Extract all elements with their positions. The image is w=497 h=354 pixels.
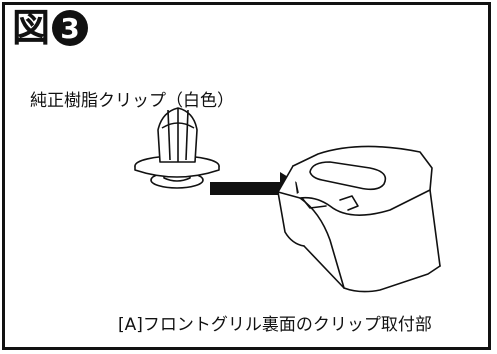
plastic-clip-icon <box>134 107 220 189</box>
receptacle-label: [A]フロントグリル裏面のクリップ取付部 <box>118 315 432 335</box>
clip-label: 純正樹脂クリップ（白色） <box>30 91 234 111</box>
figure-number-badge: 3 <box>52 10 89 46</box>
clip-mount-icon <box>277 145 441 293</box>
figure-title: 図 3 <box>12 6 89 50</box>
figure-title-char: 図 <box>12 6 51 50</box>
